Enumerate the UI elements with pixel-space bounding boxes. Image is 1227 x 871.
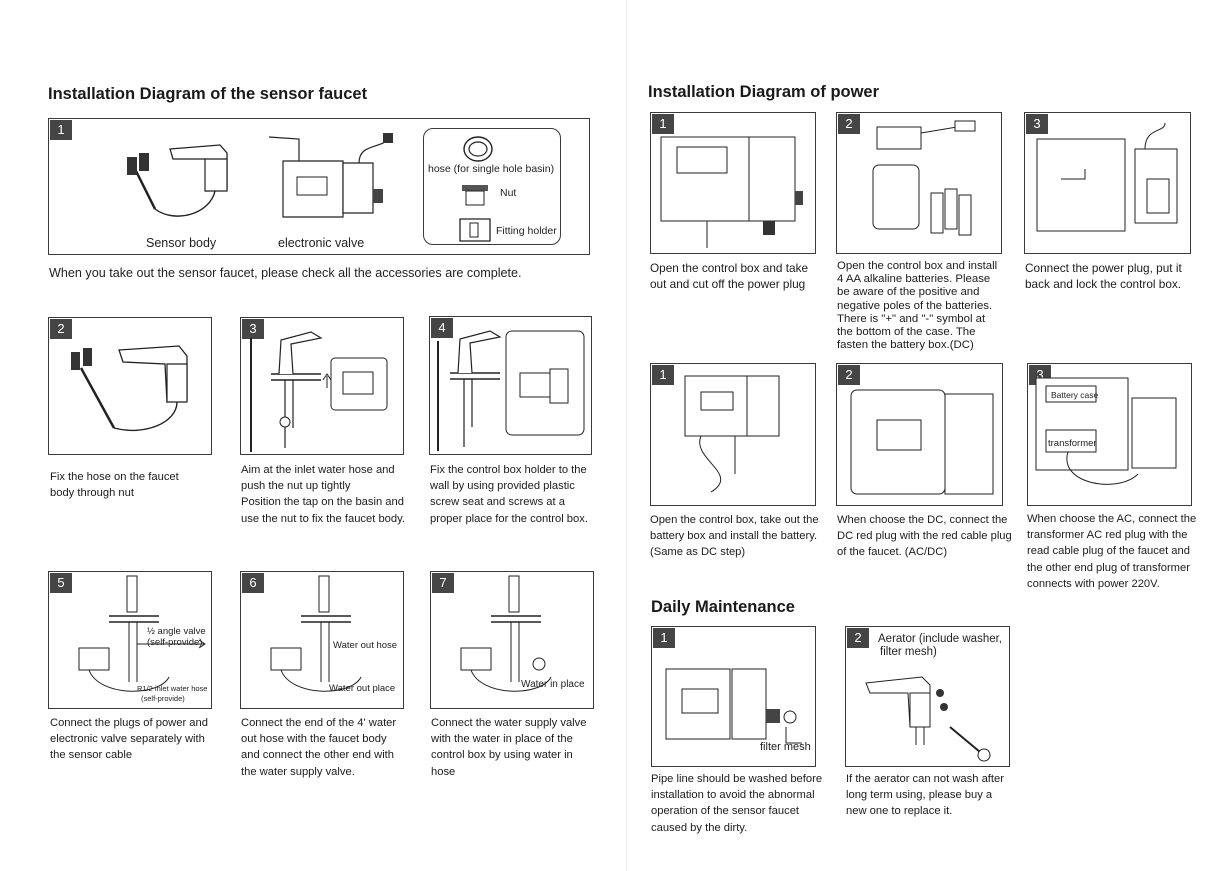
fitting-holder-icon — [458, 217, 494, 243]
nut-label: Nut — [500, 187, 517, 199]
fitting-holder-label: Fitting holder — [496, 225, 557, 237]
aerator-drawing — [846, 627, 1011, 768]
filter-mesh-label: filter mesh — [760, 741, 811, 753]
self-provide-label-2: (self-provide) — [141, 694, 185, 703]
accessories-group: hose (for single hole basin) Nut Fitting… — [423, 128, 561, 245]
sensor-faucet-title: Installation Diagram of the sensor fauce… — [48, 85, 368, 103]
water-out-place-label: Water out place — [329, 683, 396, 694]
sensor-body-label: Sensor body — [146, 236, 217, 250]
inlet-hose-label: R1/2 inlet water hose — [137, 684, 208, 693]
battery-box-drawing — [651, 364, 817, 507]
dc-plug-drawing — [837, 364, 1004, 507]
step6-panel: 6 Water out hose Water out place — [240, 571, 404, 709]
plug-connection-drawing — [49, 572, 213, 710]
step-number: 6 — [242, 573, 264, 593]
step7-panel: 7 Water in place — [430, 571, 594, 709]
step-number: 3 — [242, 319, 264, 339]
step-number: 2 — [838, 365, 860, 385]
angle-valve-label: ½ angle valve — [147, 626, 206, 637]
control-box-mount-drawing — [430, 317, 593, 456]
dc-step1-panel: 1 — [650, 112, 816, 254]
step1-panel: 1 Sensor body electronic valve hose (for… — [48, 118, 590, 255]
basin-nut-drawing — [241, 318, 405, 456]
step4-panel: 4 — [429, 316, 592, 455]
step-number: 2 — [50, 319, 72, 339]
aerator-label-1: Aerator (include washer, — [878, 633, 1003, 645]
open-control-box-drawing — [651, 113, 803, 255]
accessories-check-note: When you take out the sensor faucet, ple… — [49, 266, 522, 280]
transformer-drawing — [1028, 364, 1193, 507]
water-out-hose-label: Water out hose — [333, 640, 398, 651]
step-number: 2 — [838, 114, 860, 134]
faucet-hose-drawing — [71, 328, 199, 448]
sensor-body-drawing — [127, 129, 255, 239]
water-in-place-label: Water in place — [521, 679, 585, 690]
self-provide-label: (self-provide) — [147, 637, 203, 648]
dc-step3-panel: 3 — [1024, 112, 1191, 254]
water-out-hose-drawing — [241, 572, 405, 710]
ac-step3-panel: 3 Battery case transformer — [1027, 363, 1192, 506]
electronic-valve-drawing — [259, 133, 393, 239]
maintenance-step2-panel: 2 Aerator (include washer, filter mesh) — [845, 626, 1010, 767]
battery-case-label: Battery case — [1051, 390, 1099, 400]
step-number: 7 — [432, 573, 454, 593]
transformer-label: transformer — [1048, 438, 1097, 449]
maintenance-step1-panel: 1 filter mesh — [651, 626, 816, 767]
power-title: Installation Diagram of power — [648, 83, 880, 101]
ac-step1-panel: 1 — [650, 363, 816, 506]
step-number: 3 — [1026, 114, 1048, 134]
filter-mesh-drawing — [652, 627, 817, 768]
nut-icon — [462, 185, 488, 207]
step-number: 2 — [847, 628, 869, 648]
step-number: 1 — [652, 365, 674, 385]
step2-panel: 2 — [48, 317, 212, 455]
hose-label: hose (for single hole basin) — [428, 163, 555, 175]
power-plug-drawing — [1025, 113, 1192, 255]
maintenance-title: Daily Maintenance — [651, 598, 795, 616]
water-in-drawing — [431, 572, 595, 710]
page-fold — [626, 0, 627, 871]
step-number: 1 — [50, 120, 72, 140]
hose-icon — [458, 133, 498, 165]
electronic-valve-label: electronic valve — [278, 236, 365, 250]
step-number: 4 — [431, 318, 453, 338]
step5-panel: 5 ½ angle valve (self-provide) R1/2 inle… — [48, 571, 212, 709]
step3-panel: 3 — [240, 317, 404, 455]
dc-step2-panel: 2 — [836, 112, 1002, 254]
step-number: 1 — [652, 114, 674, 134]
aerator-label-2: filter mesh) — [880, 646, 937, 658]
step-number: 5 — [50, 573, 72, 593]
ac-step2-panel: 2 — [836, 363, 1003, 506]
step-number: 1 — [653, 628, 675, 648]
aa-batteries-drawing — [837, 113, 1003, 255]
